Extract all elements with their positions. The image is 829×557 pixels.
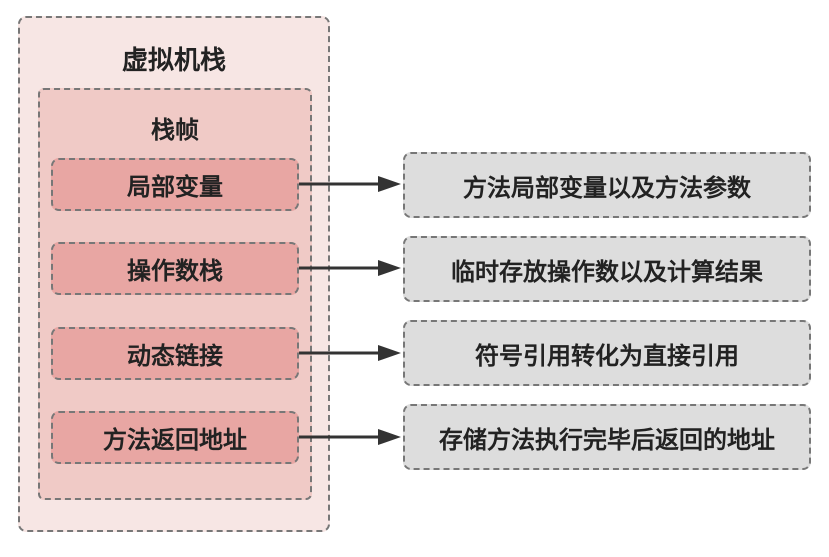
description-return-address: 存储方法执行完毕后返回的地址 — [403, 404, 811, 470]
slot-operand-stack: 操作数栈 — [51, 242, 299, 295]
slot-dynamic-linking: 动态链接 — [51, 327, 299, 380]
description-local-variables: 方法局部变量以及方法参数 — [403, 152, 811, 218]
arrowhead-local-variables — [378, 176, 401, 192]
jvm-stack-title: 虚拟机栈 — [121, 46, 226, 76]
slot-local-variables: 局部变量 — [51, 158, 299, 211]
arrowhead-operand-stack — [378, 260, 401, 276]
description-dynamic-linking: 符号引用转化为直接引用 — [403, 320, 811, 386]
stack-frame-title: 栈帧 — [151, 116, 199, 144]
description-operand-stack: 临时存放操作数以及计算结果 — [403, 236, 811, 302]
slot-return-address: 方法返回地址 — [51, 411, 299, 464]
arrowhead-dynamic-linking — [378, 345, 401, 361]
arrowhead-return-address — [378, 429, 401, 445]
